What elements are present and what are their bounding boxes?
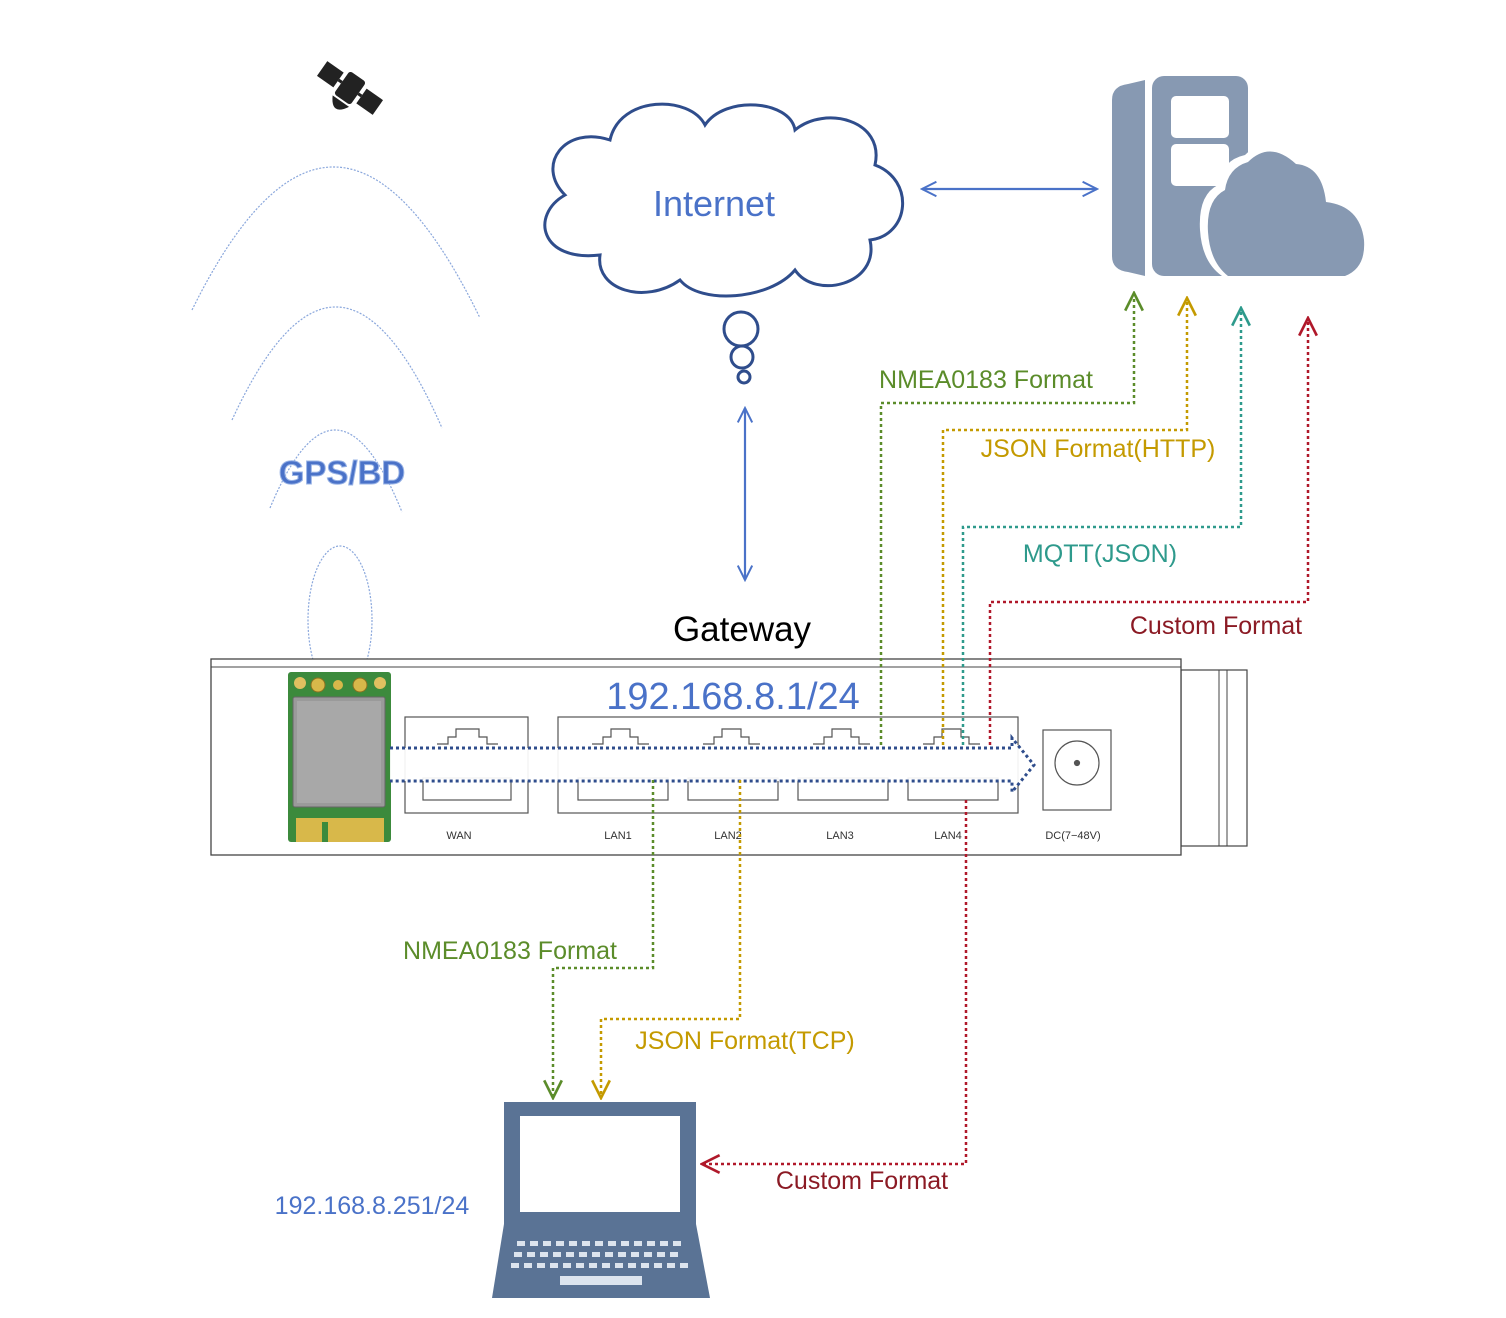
cloud-flow-label-mqtt: MQTT(JSON) xyxy=(1023,540,1177,568)
module-to-ports-flow xyxy=(390,733,1036,797)
flow-custom-laptop xyxy=(702,800,968,1164)
satellite-icon xyxy=(316,61,384,115)
internet-label: Internet xyxy=(653,183,775,224)
laptop-icon xyxy=(492,1102,710,1298)
flow-json-http-cloud xyxy=(941,298,1187,745)
port-label-wan: WAN xyxy=(446,830,471,842)
flow-json-tcp-laptop xyxy=(601,780,742,1098)
gateway-ip-label: 192.168.8.1/24 xyxy=(606,676,860,718)
server-cloud-icon xyxy=(1112,76,1371,276)
antenna-loop xyxy=(307,545,373,695)
gnss-module-icon xyxy=(288,672,391,842)
port-label-lan4: LAN4 xyxy=(934,830,962,842)
gps-signal-waves xyxy=(191,166,481,513)
cloud-flow-label-nmea: NMEA0183 Format xyxy=(879,366,1093,394)
dc-jack xyxy=(1042,729,1112,811)
gateway-label: Gateway xyxy=(673,610,812,649)
flow-nmea-cloud xyxy=(879,293,1134,745)
local-flow-label-json-tcp: JSON Format(TCP) xyxy=(635,1027,854,1055)
cloud-flow-label-custom: Custom Format xyxy=(1130,612,1302,640)
local-flow-label-nmea: NMEA0183 Format xyxy=(403,937,617,965)
port-label-dc: DC(7−48V) xyxy=(1045,830,1100,842)
local-flow-label-custom: Custom Format xyxy=(776,1167,948,1195)
laptop-ip-label: 192.168.8.251/24 xyxy=(275,1192,470,1220)
port-label-lan1: LAN1 xyxy=(604,830,632,842)
gps-label: GPS/BD xyxy=(279,454,406,491)
flow-custom-cloud xyxy=(988,318,1308,745)
port-label-lan3: LAN3 xyxy=(826,830,854,842)
port-label-lan2: LAN2 xyxy=(714,830,742,842)
cloud-flow-label-json-http: JSON Format(HTTP) xyxy=(981,435,1216,463)
flow-mqtt-cloud xyxy=(961,308,1241,745)
cloud-icon xyxy=(543,102,904,385)
